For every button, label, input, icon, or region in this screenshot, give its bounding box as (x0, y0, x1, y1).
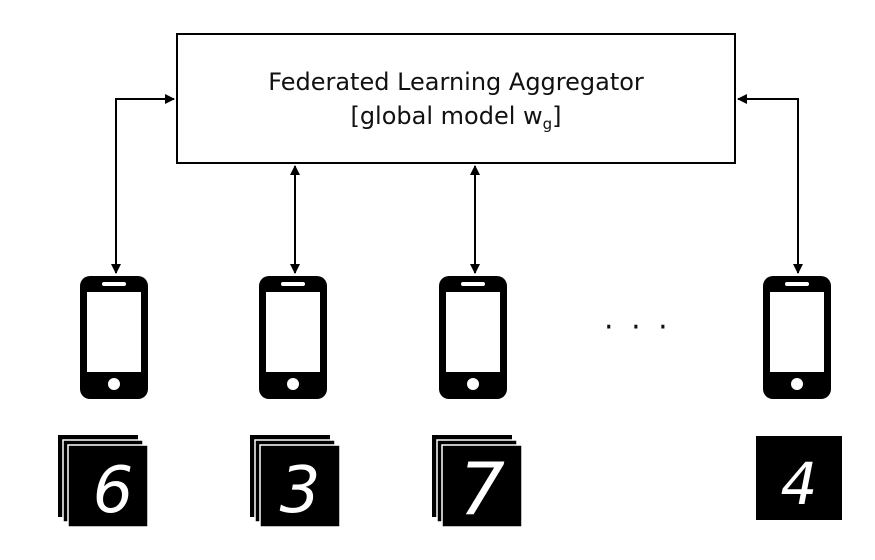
digit-stack-3: 7 (432, 435, 523, 531)
digit-stack-4: 4 (756, 436, 842, 520)
aggregator-title: Federated Learning Aggregator (268, 67, 644, 96)
subtitle-prefix: [global model (350, 101, 523, 130)
connector-client-4 (737, 94, 803, 274)
aggregator-box: Federated Learning Aggregator [global mo… (176, 33, 736, 164)
model-subscript: g (542, 114, 553, 133)
digit-label: 6 (93, 454, 134, 528)
model-symbol: w (523, 101, 543, 130)
subtitle-suffix: ] (552, 101, 562, 130)
phone-icon (439, 276, 507, 399)
digit-label: 3 (280, 454, 321, 528)
phone-icon (80, 276, 148, 399)
digit-label: 7 (459, 447, 505, 531)
aggregator-subtitle: [global model wg] (350, 99, 561, 133)
digit-label: 4 (781, 450, 818, 518)
phone-icon (763, 276, 831, 399)
more-clients-ellipsis: · · · (604, 310, 672, 345)
connector-client-1 (111, 94, 175, 274)
digit-stack-2: 3 (250, 435, 341, 528)
phone-icon (259, 276, 327, 399)
digit-stack-1: 6 (58, 435, 149, 528)
